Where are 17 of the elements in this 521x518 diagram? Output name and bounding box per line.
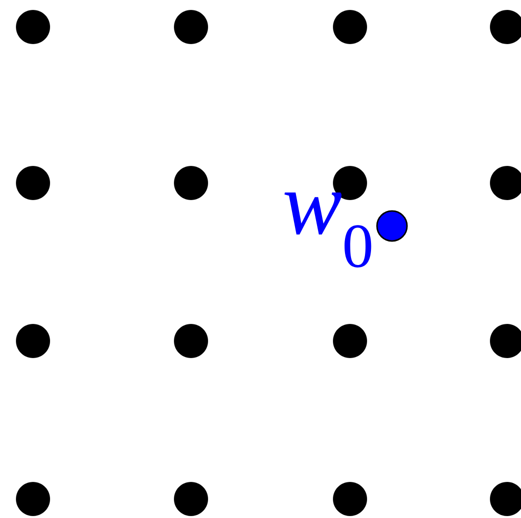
dot [16,10,50,44]
dot [490,324,521,358]
dot [332,10,368,44]
dot [332,482,368,516]
dot [332,324,368,358]
dot [16,324,50,358]
dot [490,166,521,200]
point-label: w$_{0}$ [284,192,372,268]
dot [490,482,521,516]
dot [490,10,521,44]
dot [174,482,208,516]
dot [174,10,208,44]
dot [16,482,50,516]
dot [376,210,408,242]
dot [174,324,208,358]
dot [174,166,208,200]
dot [16,166,50,200]
